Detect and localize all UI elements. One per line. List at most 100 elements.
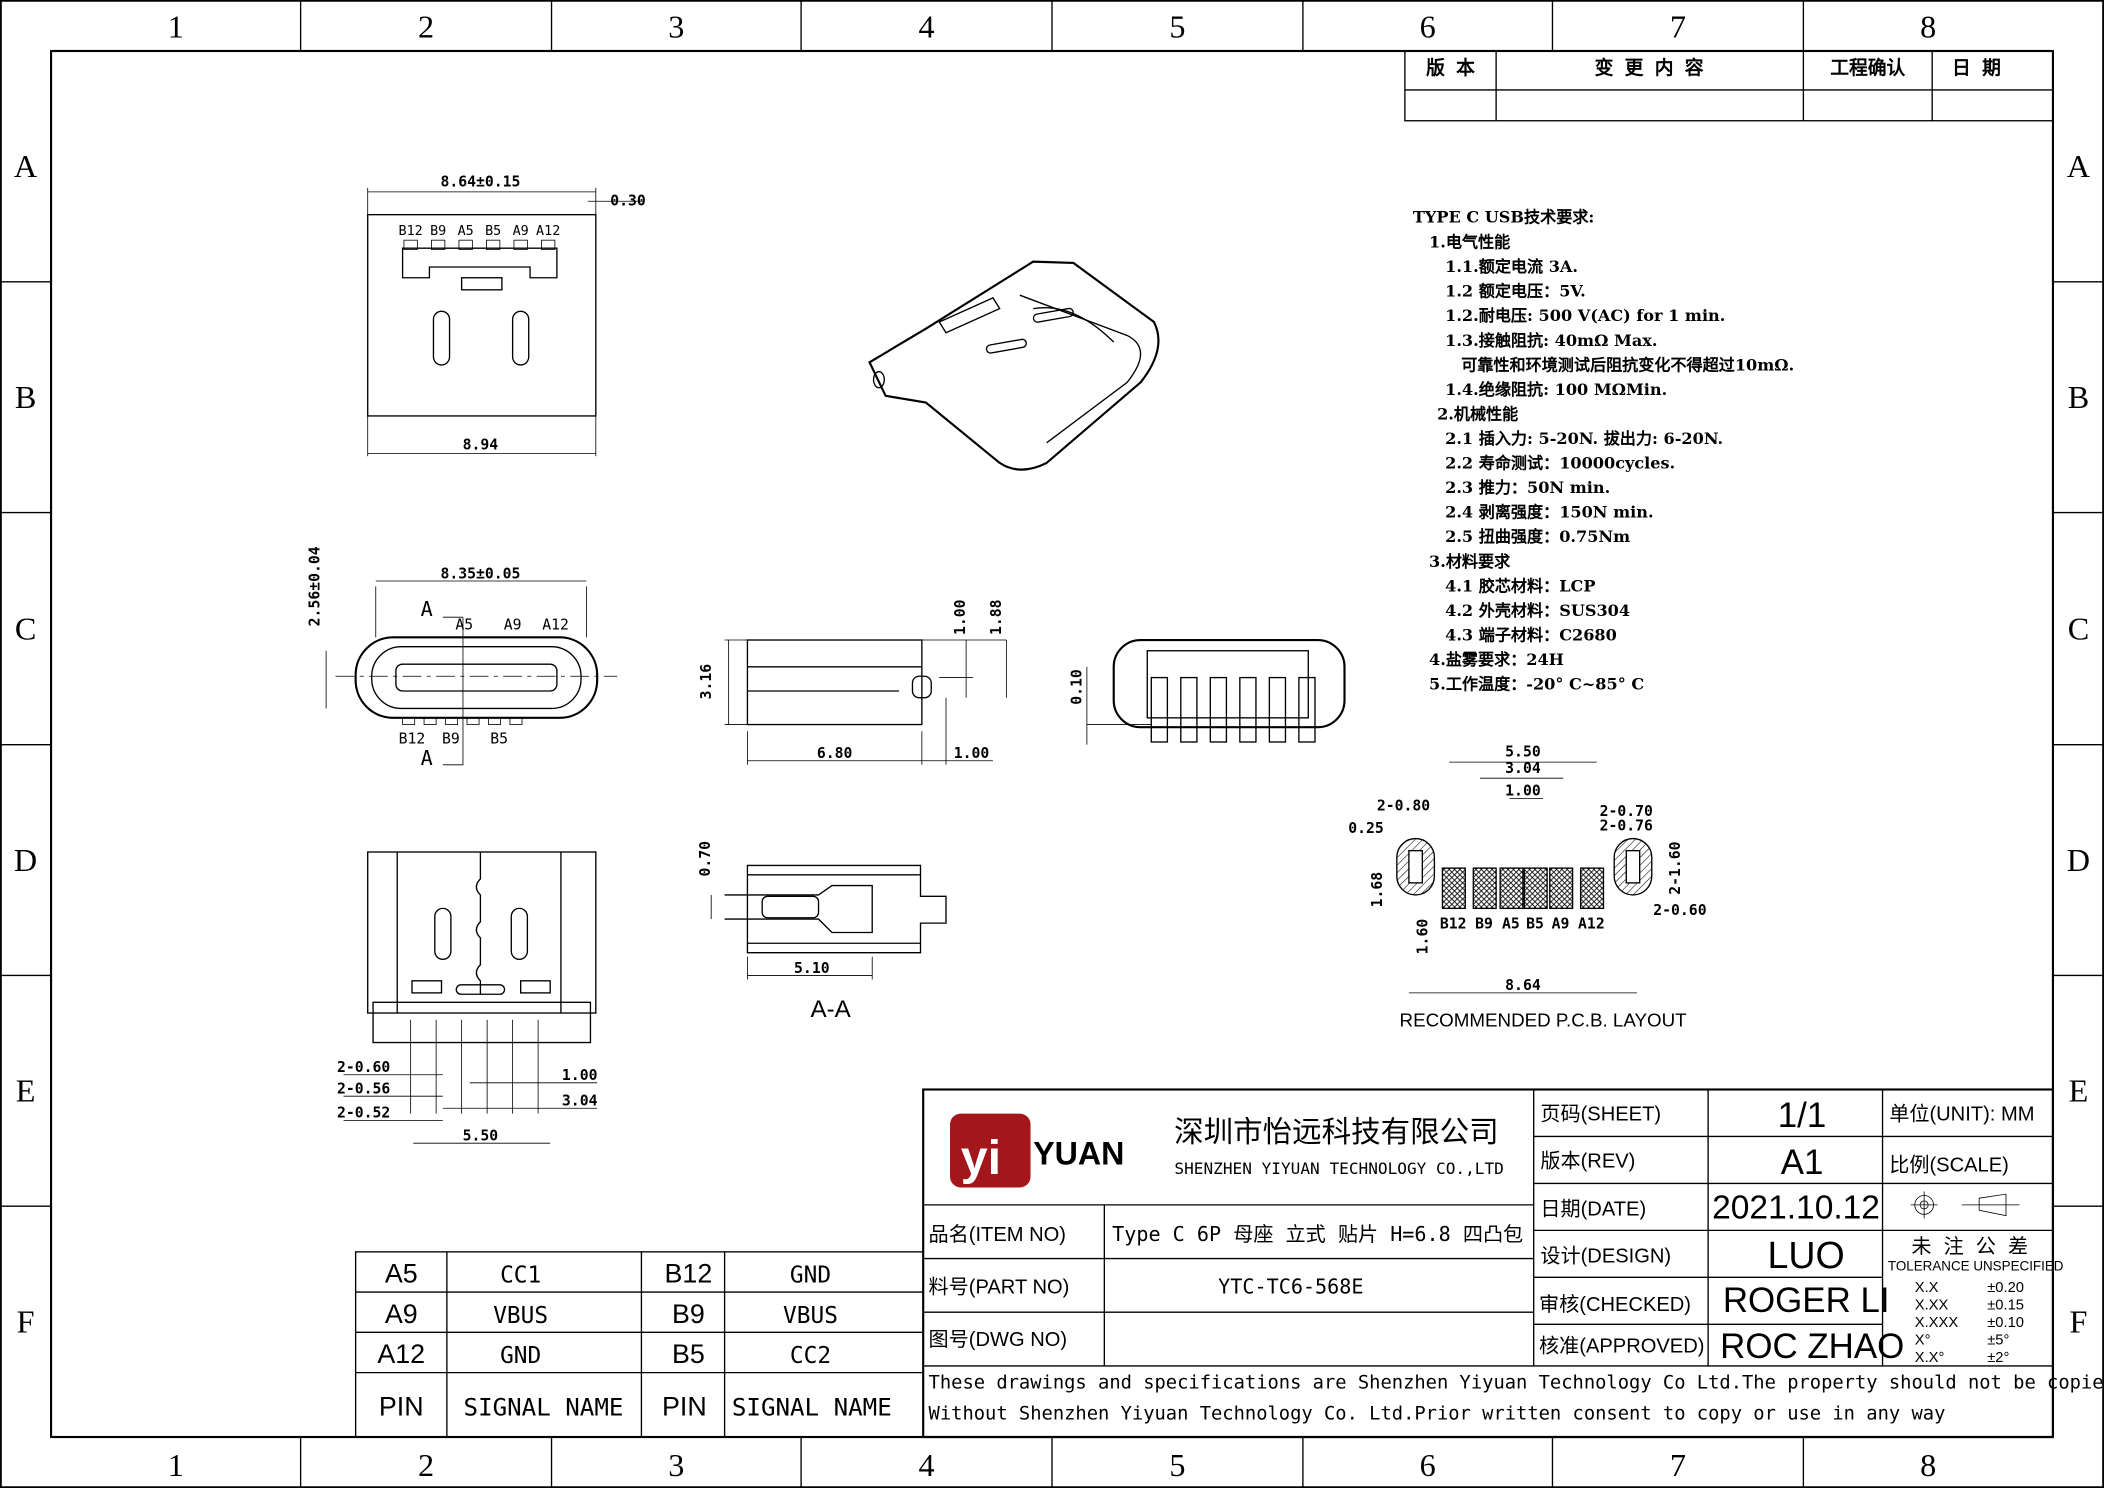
zone-row-label: F	[2069, 1303, 2087, 1339]
tolerance-format: X.X	[1915, 1280, 1939, 1296]
signal-header: SIGNAL NAME	[732, 1394, 892, 1422]
pcb-pad	[1499, 867, 1524, 910]
top-pin-pad	[513, 239, 528, 250]
zone-column-label: 2	[418, 9, 434, 45]
pin-header: PIN	[379, 1392, 424, 1422]
side-dim-100-bottom: 1.00	[954, 745, 990, 762]
front-pin-tab	[466, 717, 480, 725]
zone-row-label: D	[14, 842, 37, 878]
company-name-cn: 深圳市怡远科技有限公司	[1174, 1115, 1499, 1149]
top-pin-label: B12	[399, 224, 423, 239]
front-pin-label: B9	[442, 730, 460, 747]
pcb-pad	[1549, 867, 1574, 910]
scale-label: 比例(SCALE)	[1889, 1153, 2009, 1176]
signal-cell: CC2	[790, 1343, 831, 1369]
item-no-label: 品名(ITEM NO)	[929, 1223, 1066, 1246]
bottom-dim: 1.00	[562, 1067, 598, 1084]
tolerance-value: ±5°	[1987, 1332, 2009, 1348]
end-view-leg	[1209, 676, 1228, 743]
top-pin-pad	[486, 239, 501, 250]
pin-cell: B9	[672, 1299, 705, 1329]
pcb-dim-100: 1.00	[1505, 783, 1541, 800]
item-no-value: Type C 6P 母座 立式 贴片 H=6.8 四凸包	[1112, 1222, 1523, 1246]
zone-column-label: 6	[1420, 9, 1436, 45]
zone-row-label: F	[17, 1303, 35, 1339]
front-pin-label: A12	[542, 616, 569, 633]
rev-value: A1	[1781, 1143, 1824, 1182]
svg-text:YUAN: YUAN	[1033, 1136, 1124, 1172]
tolerance-en: TOLERANCE UNSPECIFIED	[1888, 1259, 2064, 1274]
front-pin-label: B12	[399, 730, 426, 747]
end-view-leg	[1239, 676, 1257, 743]
top-pin-pad	[403, 239, 418, 250]
tolerance-cn: 未 注 公 差	[1911, 1234, 2028, 1258]
top-pin-label: A12	[536, 224, 560, 239]
side-dim-316: 3.16	[698, 664, 715, 700]
pin-cell: A9	[385, 1299, 418, 1329]
pcb-dim-2-076: 2-0.76	[1600, 818, 1653, 835]
pcb-pad-label: A12	[1578, 915, 1605, 932]
bottom-dim: 2-0.52	[337, 1105, 390, 1122]
pcb-pad-label: A9	[1552, 915, 1570, 932]
design-value: LUO	[1767, 1234, 1844, 1276]
spec-line: 5.工作温度：-20° C~85° C	[1429, 675, 1644, 694]
spec-line: 2.4 剥离强度：150N min.	[1445, 503, 1653, 522]
end-view-leg	[1268, 676, 1287, 743]
end-view-leg	[1180, 676, 1198, 743]
zone-row-label: C	[2068, 610, 2089, 646]
rev-header-change: 变 更 内 容	[1595, 56, 1704, 79]
zone-row-label: C	[15, 610, 36, 646]
spec-line: 1.1.额定电流 3A.	[1445, 257, 1578, 276]
section-label: A-A	[810, 996, 851, 1023]
front-pin-tab	[445, 717, 459, 725]
spec-line: 1.3.接触阻抗: 40mΩ Max.	[1445, 331, 1657, 350]
zone-column-label: 8	[1920, 9, 1936, 45]
spec-line: 4.2 外壳材料：SUS304	[1445, 601, 1630, 620]
checked-label: 审核(CHECKED)	[1539, 1293, 1691, 1316]
notice-line-2: Without Shenzhen Yiyuan Technology Co. L…	[929, 1404, 1946, 1425]
title-block: yi YUAN 深圳市怡远科技有限公司 SHENZHEN YIYUAN TECH…	[922, 1088, 2104, 1439]
pcb-pad	[1472, 867, 1497, 910]
front-pin-tab	[488, 717, 501, 725]
tolerance-value: ±2°	[1987, 1350, 2009, 1366]
pin-cell: A12	[377, 1339, 425, 1369]
tolerance-value: ±0.15	[1987, 1298, 2024, 1314]
pcb-dim-864: 8.64	[1505, 977, 1541, 994]
date-label: 日期(DATE)	[1540, 1199, 1646, 1221]
pcb-dim-550: 5.50	[1505, 744, 1541, 761]
spec-line: 2.3 推力：50N min.	[1445, 478, 1610, 497]
front-pin-label: A9	[504, 616, 522, 633]
section-mark-top: A	[421, 597, 433, 621]
spec-line: 2.机械性能	[1437, 404, 1518, 423]
signal-cell: CC1	[500, 1263, 541, 1289]
pcb-dim-2-080: 2-0.80	[1377, 797, 1430, 814]
front-height-dim: 2.56±0.04	[306, 546, 323, 626]
design-label: 设计(DESIGN)	[1540, 1245, 1671, 1268]
section-dim-510: 5.10	[794, 960, 830, 977]
front-pin-tab	[423, 717, 437, 725]
top-pin-label: B5	[485, 224, 501, 239]
date-value: 2021.10.12	[1712, 1189, 1880, 1226]
front-pin-tab	[509, 717, 523, 725]
spec-line: 4.1 胶芯材料：LCP	[1445, 576, 1595, 595]
pcb-dim-160: 1.60	[1415, 919, 1432, 955]
pcb-pad	[1579, 867, 1605, 910]
pin-cell: B5	[672, 1339, 705, 1369]
zone-column-label: 7	[1670, 9, 1686, 45]
pcb-dim-2-060: 2-0.60	[1653, 902, 1706, 919]
pcb-dim-2-160: 2-1.60	[1667, 841, 1684, 894]
isometric-view	[868, 260, 1160, 471]
pin-header: PIN	[662, 1392, 707, 1422]
part-no-value: YTC-TC6-568E	[1218, 1274, 1363, 1298]
zone-column-label: 5	[1169, 9, 1185, 45]
pcb-pad	[1441, 867, 1466, 910]
zone-column-label: 3	[668, 9, 684, 45]
tolerance-format: X°	[1915, 1332, 1931, 1348]
spec-line: 1.4.绝缘阻抗: 100 MΩMin.	[1445, 380, 1667, 399]
pin-cell: B12	[665, 1259, 713, 1289]
bottom-dim: 5.50	[463, 1127, 499, 1144]
pcb-pad-label: B9	[1475, 915, 1493, 932]
rev-header-version: 版 本	[1426, 56, 1475, 79]
signal-cell: VBUS	[493, 1303, 548, 1329]
